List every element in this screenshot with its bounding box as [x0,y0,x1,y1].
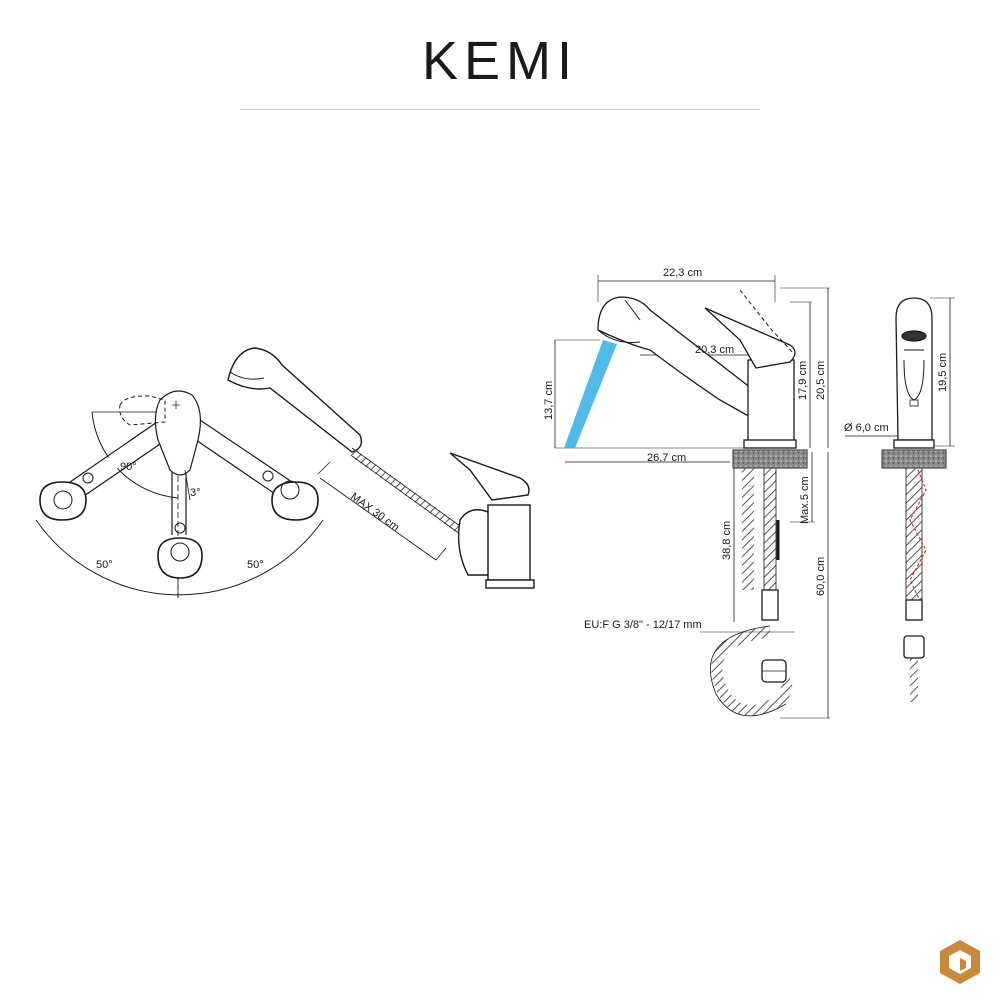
label-height-20-5: 20,5 cm [815,361,827,400]
top-view [35,390,324,598]
rotation-arc [35,519,324,596]
label-angle-90: 90° [120,461,137,473]
label-angle-50-left: 50° [96,559,113,571]
side-body [747,359,795,443]
spout [597,296,765,419]
water-jet [564,340,617,448]
label-connection: EU:F G 3/8" - 12/17 mm [584,619,702,631]
faucet-lever [449,452,530,501]
faucet-base [485,579,535,589]
label-diameter: Ø 6,0 cm [844,422,889,434]
front-spout [895,297,933,441]
label-angle-50-right: 50° [247,559,264,571]
hot-line [909,469,927,606]
label-width-22-3: 22,3 cm [663,267,702,279]
countertop [732,449,808,469]
lever-arc [91,411,179,499]
faucet-body [457,509,493,576]
handle-right [262,470,319,521]
label-shank-38-8: 38,8 cm [721,521,733,560]
front-hose-weight [903,635,925,659]
label-height-13-7: 13,7 cm [543,381,555,420]
label-reach-26-7: 26,7 cm [647,452,686,464]
spray-head [227,347,363,453]
faucet-column [487,504,531,581]
product-title: KEMI [421,31,579,91]
label-height-19-5: 19,5 cm [937,353,949,392]
side-lever [704,307,796,369]
handle-center [157,522,203,579]
pullout-view [227,347,535,589]
front-countertop [881,449,947,469]
handle-left [39,472,94,521]
label-max-hose: MAX 30 cm [348,491,401,534]
lever-dashed [119,395,166,426]
label-angle-3: 3° [190,487,201,499]
label-height-17-9: 17,9 cm [797,361,809,400]
brand-logo [940,940,980,984]
label-max-5: Max.5 cm [799,476,811,524]
pullout-loop [711,626,793,716]
front-view [845,297,955,702]
side-view [554,275,830,719]
lever-body [154,390,202,476]
pullout-hose [349,448,463,534]
title-divider [240,109,760,110]
side-lever-dashed [739,289,796,356]
label-hose-60-0: 60,0 cm [815,557,827,596]
label-reach-20-3: 20,3 cm [695,344,734,356]
spray-face [901,330,927,342]
